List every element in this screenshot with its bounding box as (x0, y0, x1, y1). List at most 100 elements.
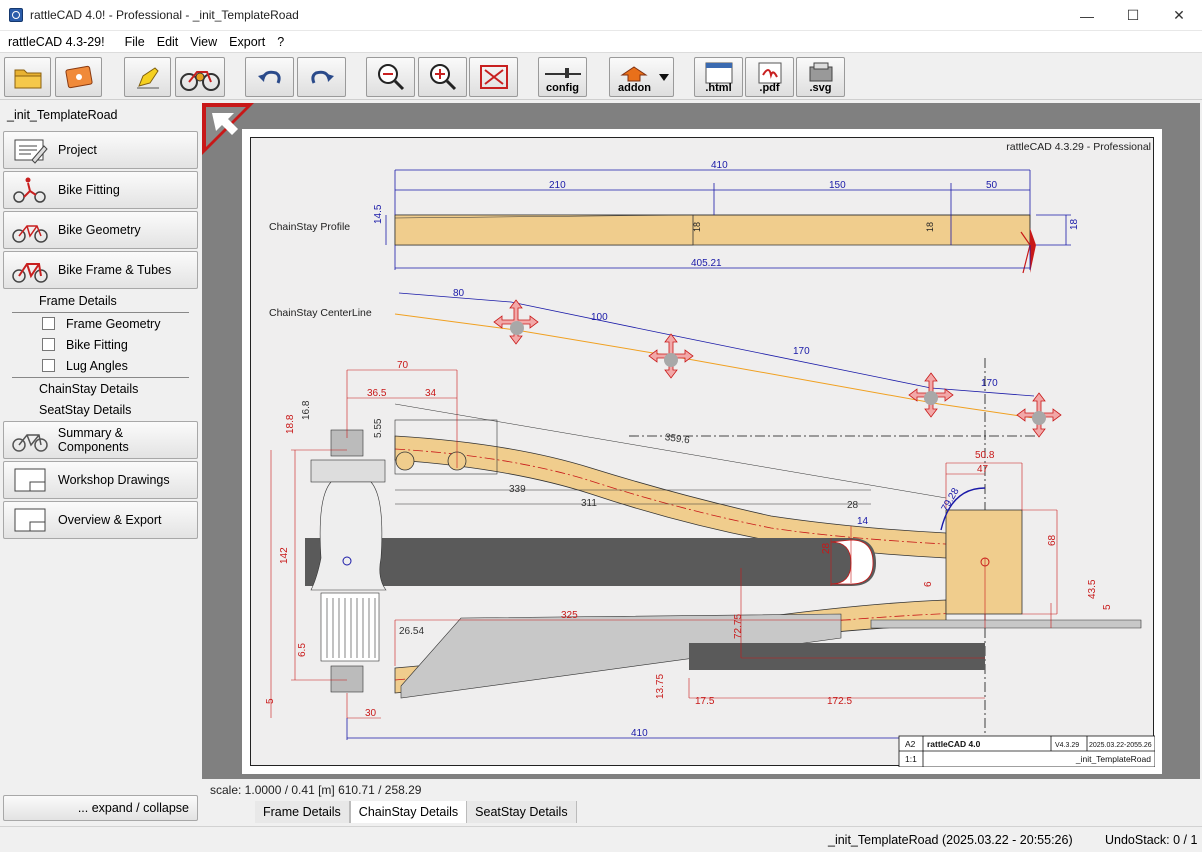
export-svg-button[interactable]: .svg (796, 57, 845, 97)
addon-label: addon (618, 82, 651, 94)
svg-label: .svg (809, 82, 832, 94)
nav-summary-components[interactable]: Summary & Components (3, 421, 198, 459)
dim-170-b: 170 (981, 378, 998, 389)
scale-readout: scale: 1.0000 / 0.41 [m] 610.71 / 258.29 (210, 783, 422, 797)
nav-bike-frame-tubes[interactable]: Bike Frame & Tubes (3, 251, 198, 289)
redo-button[interactable] (297, 57, 346, 97)
drawing-frame: rattleCAD 4.3.29 - Professional ChainSta… (250, 137, 1156, 768)
pencil-button[interactable] (124, 57, 171, 97)
lug-angles-label: Lug Angles (66, 359, 128, 373)
dim-16-8: 16.8 (301, 400, 312, 420)
nav-bike-frame-label: Bike Frame & Tubes (58, 263, 172, 277)
chainstay-details-item[interactable]: ChainStay Details (39, 382, 139, 396)
dim-339: 339 (509, 484, 526, 495)
app-icon (9, 8, 23, 22)
seatstay-details-item[interactable]: SeatStay Details (39, 403, 132, 417)
tyre-shape (305, 538, 876, 586)
dim-18-a: 18 (692, 222, 702, 232)
menu-help[interactable]: ? (277, 34, 285, 49)
dim-359-6: 359.6 (664, 432, 691, 446)
expand-collapse-button[interactable]: ... expand / collapse (3, 795, 198, 821)
tab-frame-details[interactable]: Frame Details (255, 801, 350, 823)
dim-14: 14 (857, 516, 869, 527)
bike-settings-button[interactable] (175, 57, 225, 97)
dim-26-54: 26.54 (399, 626, 424, 637)
menu-file[interactable]: File (124, 34, 145, 49)
nav-project[interactable]: Project (3, 131, 198, 169)
centerline-path (394, 313, 1042, 420)
close-button[interactable]: ✕ (1173, 7, 1185, 23)
frame-details-item[interactable]: Frame Details (39, 294, 117, 308)
dim-410-b: 410 (631, 728, 648, 739)
lug-angles-checkbox[interactable] (42, 359, 55, 372)
window-title: rattleCAD 4.0! - Professional - _init_Te… (30, 8, 299, 22)
menu-export[interactable]: Export (229, 34, 266, 49)
nav-bike-fitting[interactable]: Bike Fitting (3, 171, 198, 209)
bike-frame-icon (10, 253, 50, 287)
dim-172-5: 172.5 (827, 696, 852, 707)
zoom-in-button[interactable] (418, 57, 467, 97)
menu-edit[interactable]: Edit (156, 34, 179, 49)
config-button[interactable]: config (538, 57, 587, 97)
drawing-canvas[interactable]: rattleCAD 4.3.29 - Professional ChainSta… (202, 103, 1200, 779)
maximize-button[interactable]: ☐ (1126, 7, 1140, 23)
corner-toggle-icon[interactable] (202, 103, 254, 155)
dim-14-5: 14.5 (373, 204, 384, 224)
template-icon (64, 65, 93, 89)
fit-view-icon (479, 65, 508, 89)
bike-fitting-checkbox[interactable] (42, 338, 55, 351)
status-file: _init_TemplateRoad (2025.03.22 - 20:55:2… (828, 833, 1073, 847)
dim-28-a: 28 (847, 500, 859, 511)
centerline-label: ChainStay CenterLine (269, 307, 372, 319)
nav-bike-fitting-label: Bike Fitting (58, 183, 120, 197)
menu-view[interactable]: View (190, 34, 218, 49)
open-template-button[interactable] (55, 57, 102, 97)
minimize-button[interactable]: — (1080, 7, 1094, 24)
project-icon (10, 133, 50, 167)
pdf-label: .pdf (759, 82, 780, 94)
dim-70: 70 (397, 360, 409, 371)
nav-workshop-drawings[interactable]: Workshop Drawings (3, 461, 198, 499)
dim-410: 410 (711, 160, 728, 171)
export-html-button[interactable]: .html (694, 57, 743, 97)
dropout-lower (330, 665, 364, 693)
titleblock-logo: rattleCAD 4.0 (927, 739, 981, 749)
dim-80: 80 (453, 288, 465, 299)
chevron-down-icon (659, 74, 669, 81)
divider (12, 377, 189, 378)
zoom-out-button[interactable] (366, 57, 415, 97)
undo-button[interactable] (245, 57, 294, 97)
addon-icon (620, 66, 648, 82)
svg-icon (809, 62, 832, 82)
dim-50: 50 (986, 180, 998, 191)
bike-gear-icon (180, 71, 220, 91)
dim-47: 47 (977, 464, 989, 475)
dim-72-75: 72.75 (733, 614, 744, 639)
bottom-bracket-lug (945, 509, 1023, 615)
open-folder-button[interactable] (4, 57, 51, 97)
dim-28-b: 28 (821, 542, 832, 554)
dim-311: 311 (581, 498, 597, 509)
drawing-sheet: rattleCAD 4.3.29 - Professional ChainSta… (242, 129, 1162, 774)
pdf-icon (758, 62, 781, 84)
nav-project-label: Project (58, 143, 97, 157)
export-pdf-button[interactable]: .pdf (745, 57, 794, 97)
dim-210: 210 (549, 180, 566, 191)
titleblock-name: _init_TemplateRoad (1075, 754, 1151, 764)
overview-export-icon (10, 503, 50, 537)
titleblock-scale: 1:1 (905, 754, 917, 764)
frame-geometry-checkbox[interactable] (42, 317, 55, 330)
html-icon (705, 62, 732, 84)
summary-bike-icon (10, 423, 50, 457)
nav-overview-export[interactable]: Overview & Export (3, 501, 198, 539)
addon-button[interactable]: addon (609, 57, 674, 97)
dim-325: 325 (561, 610, 578, 621)
tab-chainstay-details[interactable]: ChainStay Details (349, 801, 468, 823)
fit-view-button[interactable] (469, 57, 518, 97)
dim-5-left: 5 (265, 698, 276, 704)
nav-summary-label: Summary & Components (57, 426, 129, 454)
dim-405: 405.21 (691, 258, 722, 269)
tab-seatstay-details[interactable]: SeatStay Details (467, 801, 577, 823)
dim-50-8: 50.8 (975, 450, 995, 461)
nav-bike-geometry[interactable]: Bike Geometry (3, 211, 198, 249)
